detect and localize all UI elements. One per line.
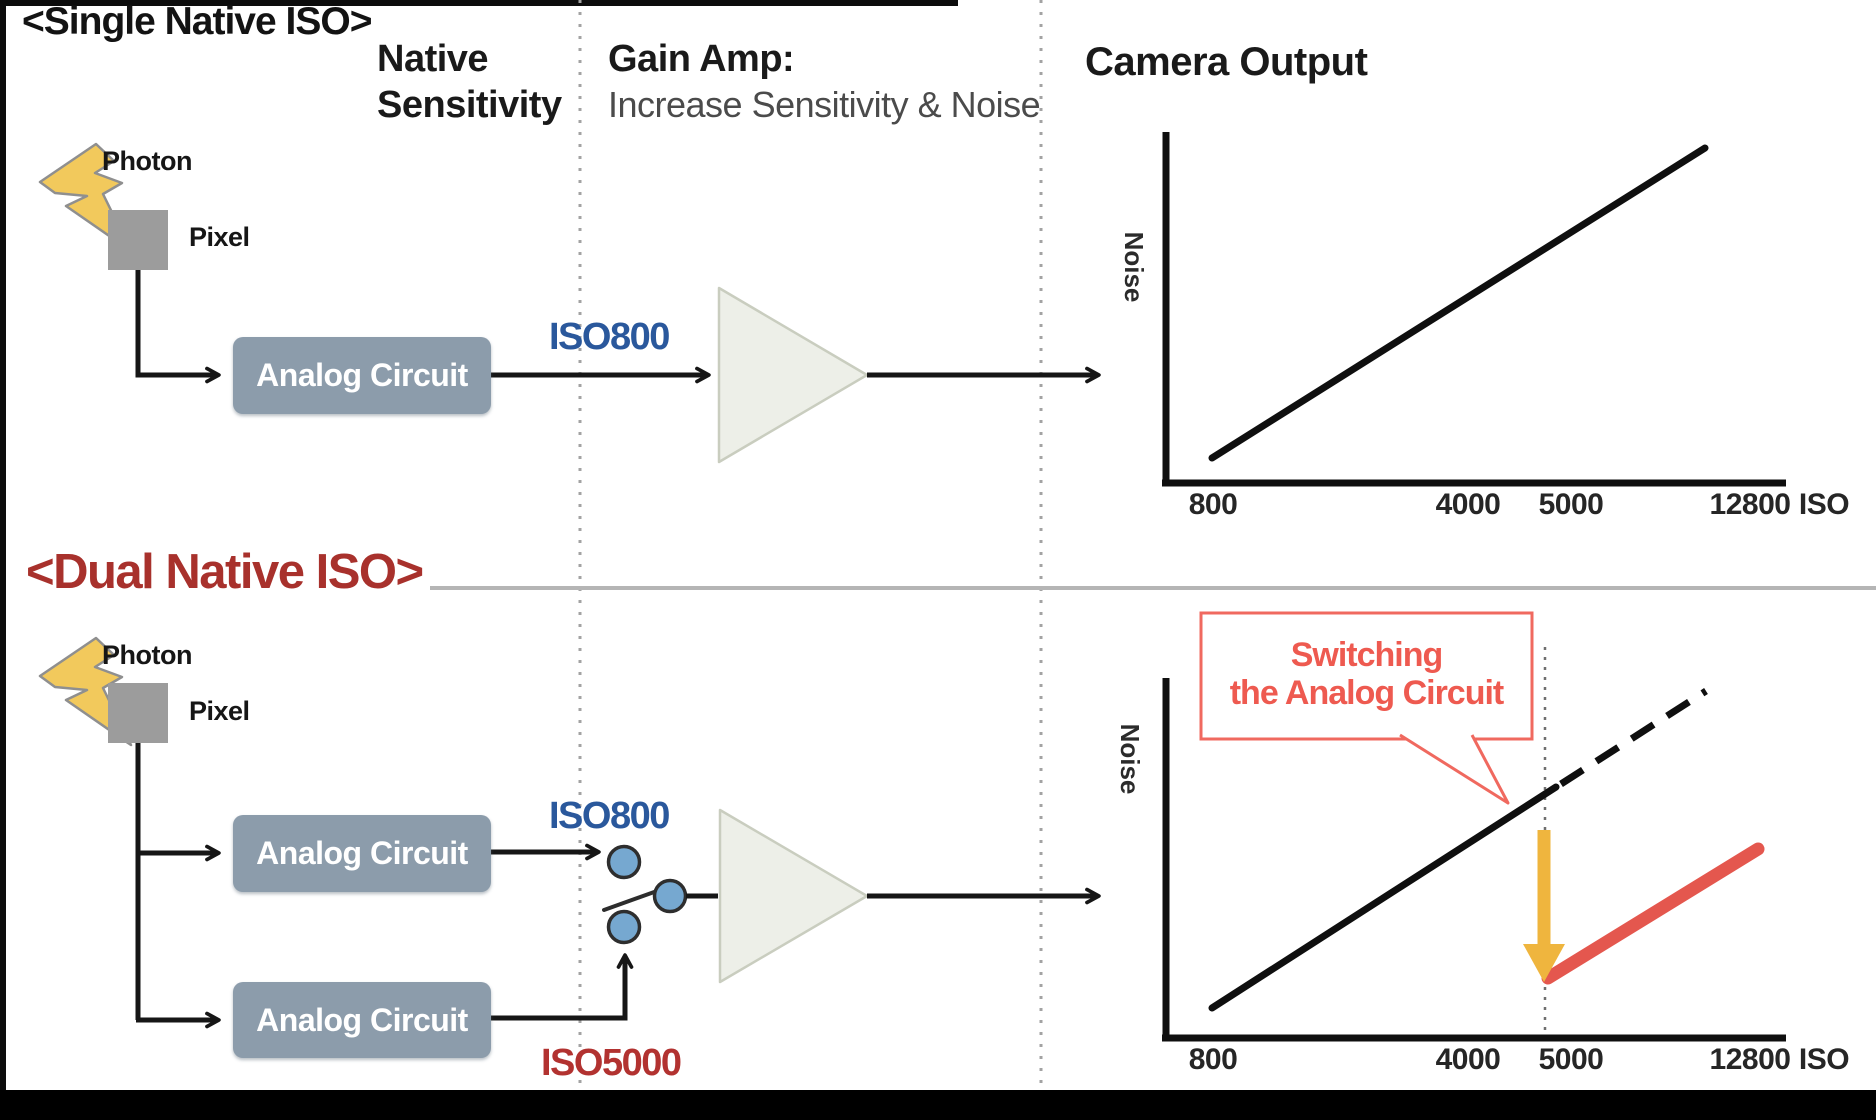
analog-circuit-box: Analog Circuit bbox=[233, 337, 491, 414]
pixel-square bbox=[108, 210, 168, 270]
dual-flow bbox=[38, 636, 1101, 1029]
pixel-label: Pixel bbox=[189, 222, 250, 252]
switch-lever bbox=[602, 889, 659, 912]
header-camera-output: Camera Output bbox=[1085, 40, 1368, 84]
frame-top-border bbox=[0, 0, 958, 6]
header-native-sensitivity-line2: Sensitivity bbox=[377, 84, 562, 126]
switch-contact-iso5000 bbox=[606, 909, 642, 945]
analog-circuit-box-iso800: Analog Circuit bbox=[233, 815, 491, 892]
iso5000-label: ISO5000 bbox=[541, 1042, 682, 1084]
single-graph bbox=[1162, 132, 1786, 487]
noise-line-red-switched bbox=[1541, 842, 1765, 985]
single-section-title: <Single Native ISO> bbox=[22, 0, 372, 43]
frame-left-border bbox=[0, 0, 6, 1090]
gain-amp-triangle bbox=[717, 286, 869, 464]
x-tick-800: 800 bbox=[1188, 1043, 1238, 1076]
switching-callout-line2: the Analog Circuit bbox=[1229, 674, 1505, 712]
noise-line-dashed bbox=[1559, 688, 1708, 787]
x-tick-12800: 12800 bbox=[1709, 488, 1791, 521]
x-tick-800: 800 bbox=[1188, 488, 1238, 521]
single-flow bbox=[38, 142, 1101, 464]
iso800-label: ISO800 bbox=[549, 316, 670, 358]
noise-line-solid bbox=[1208, 783, 1560, 1012]
pixel-square bbox=[108, 683, 168, 743]
x-tick-5000: 5000 bbox=[1538, 488, 1604, 521]
header-gain-amp-subtitle: Increase Sensitivity & Noise bbox=[608, 84, 1041, 125]
frame-bottom-bar bbox=[0, 1090, 1876, 1120]
switch-contact-iso800 bbox=[606, 844, 642, 880]
flow-line-pixel-to-circuit bbox=[135, 270, 221, 384]
analog-circuit-box-iso5000: Analog Circuit bbox=[233, 982, 491, 1058]
switching-callout-line1: Switching bbox=[1290, 636, 1444, 674]
iso800-label: ISO800 bbox=[549, 795, 670, 837]
switch-pole bbox=[652, 878, 688, 914]
noise-axis-label: Noise bbox=[1119, 231, 1149, 303]
switching-callout: Switching the Analog Circuit bbox=[1201, 613, 1532, 735]
callout-bubble bbox=[1199, 611, 1534, 741]
header-native-sensitivity-line1: Native bbox=[377, 38, 489, 80]
x-tick-4000: 4000 bbox=[1435, 488, 1501, 521]
noise-axis-label: Noise bbox=[1115, 723, 1145, 795]
photon-label: Photon bbox=[102, 640, 192, 670]
callout-tail bbox=[1399, 733, 1510, 805]
gain-amp-triangle bbox=[718, 808, 869, 984]
dual-graph bbox=[1162, 611, 1786, 1042]
noise-line-solid bbox=[1208, 144, 1709, 462]
x-axis-unit-iso: ISO bbox=[1798, 488, 1850, 521]
header-gain-amp: Gain Amp: bbox=[608, 38, 795, 80]
dual-section-title: <Dual Native ISO> bbox=[26, 545, 424, 599]
photon-label: Photon bbox=[102, 146, 192, 176]
flow-line-circuit2-to-switch bbox=[490, 953, 634, 1021]
x-tick-12800: 12800 bbox=[1709, 1043, 1791, 1076]
x-axis-unit-iso: ISO bbox=[1798, 1043, 1850, 1076]
x-tick-5000: 5000 bbox=[1538, 1043, 1604, 1076]
pixel-label: Pixel bbox=[189, 696, 250, 726]
x-tick-4000: 4000 bbox=[1435, 1043, 1501, 1076]
drop-arrow-head bbox=[1523, 944, 1565, 982]
